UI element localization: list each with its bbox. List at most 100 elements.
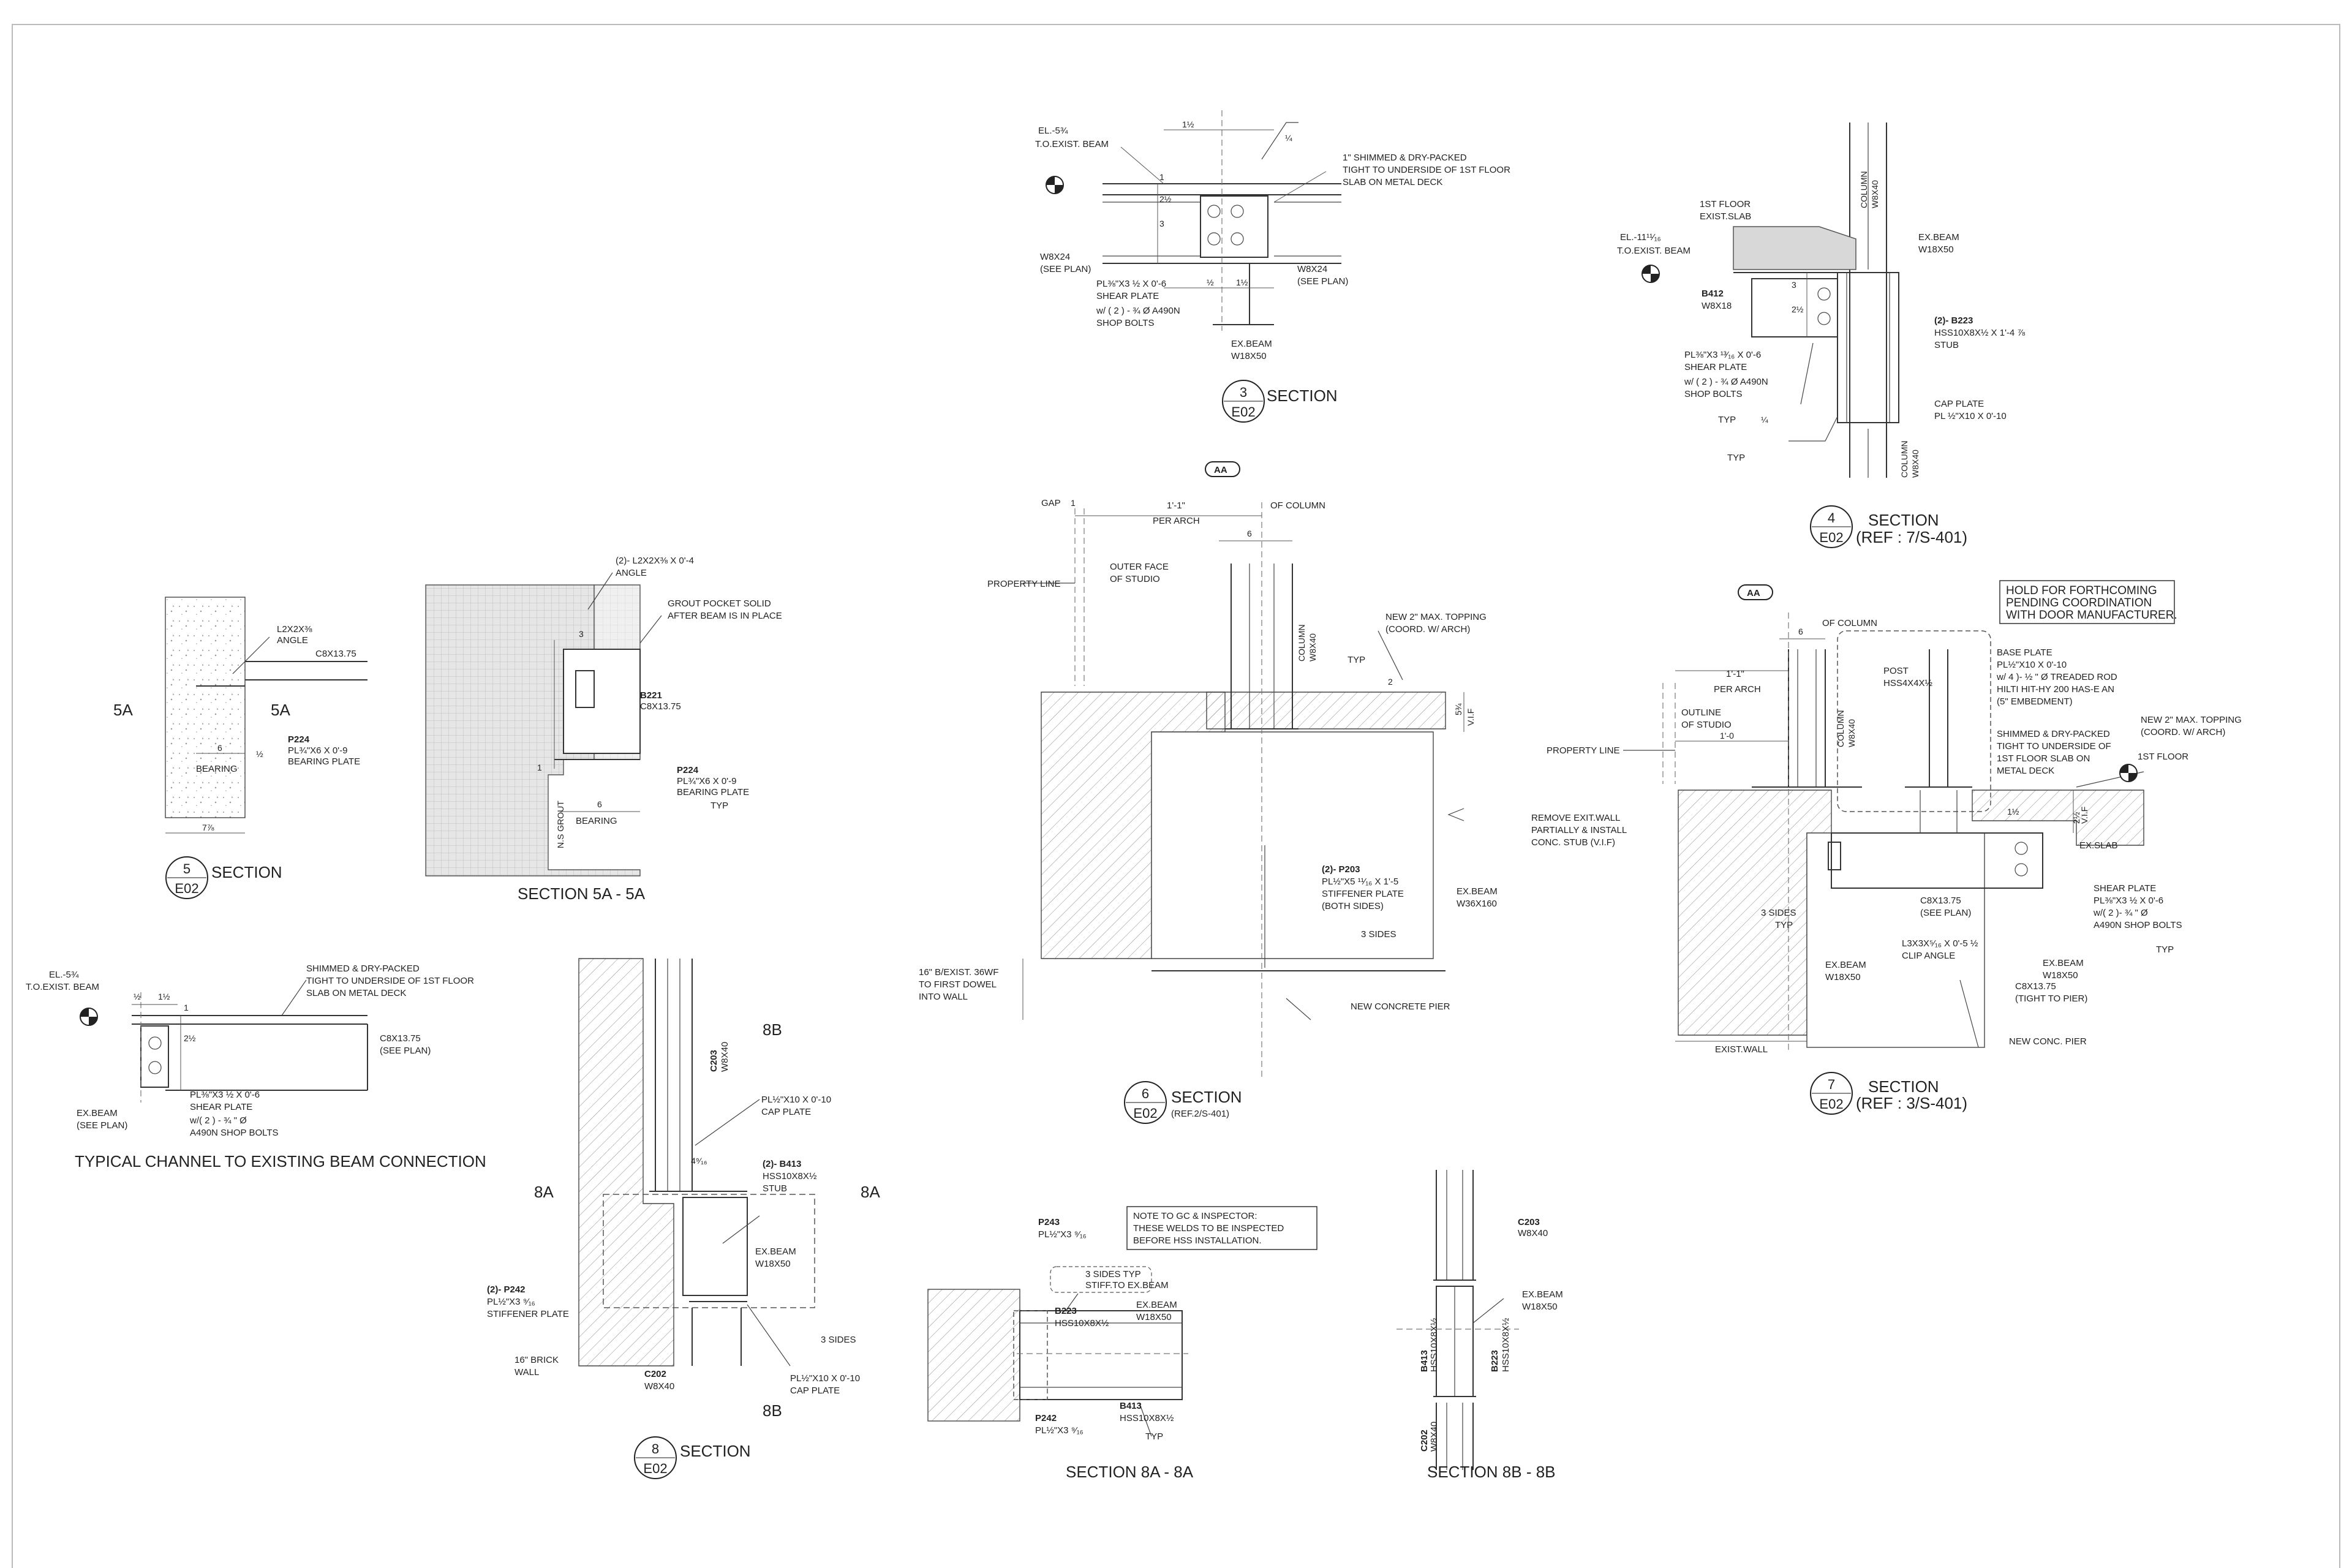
d6-two: 2 (1388, 677, 1393, 687)
d8-cap2: CAP PLATE (761, 1107, 811, 1117)
d4-colb2: W8X40 (1910, 450, 1920, 478)
d7-col2: W8X40 (1847, 719, 1856, 747)
d4-typ2: TYP (1727, 453, 1745, 463)
typ-title: TYPICAL CHANNEL TO EXISTING BEAM CONNECT… (75, 1152, 486, 1170)
d7-hold: HOLD FOR FORTHCOMING (2006, 584, 2157, 597)
d4-cap: CAP PLATE (1934, 399, 1984, 409)
d5a-typ: TYP (710, 801, 728, 811)
typ-note: SHIMMED & DRY-PACKED (306, 963, 420, 974)
typ-exb2: (SEE PLAN) (77, 1120, 127, 1131)
d6-vif: V.I.F (1466, 709, 1476, 726)
detail-4: COLUMN W8X40 COLUMN W8X40 1ST FLOOR EXIS… (1617, 123, 2025, 548)
d8b-b223: B223 (1490, 1350, 1500, 1372)
d7-typ: TYP (1775, 920, 1793, 930)
d5-dim-3: ½ (256, 749, 263, 759)
d5-dim-2: 7⅞ (202, 823, 214, 832)
d7-sp2: PL⅜"X3 ½ X 0'-6 (2094, 895, 2163, 906)
d8b-b2232: HSS10X8X½ (1501, 1317, 1511, 1372)
d8-wall2: WALL (514, 1367, 539, 1378)
d8-exb2: W18X50 (755, 1259, 791, 1269)
d8-cut-8b-bottom: 8B (763, 1401, 782, 1420)
d8-c2022: W8X40 (644, 1381, 674, 1392)
d6-gap1: 1 (1071, 498, 1076, 508)
d7-floor: 1ST FLOOR (2138, 752, 2188, 762)
d6-col: COLUMN (1297, 624, 1306, 662)
detail-8: C203 W8X40 PL½"X10 X 0'-10 CAP PLATE (2)… (487, 958, 880, 1479)
d3-te: T.O.EXIST. BEAM (1035, 139, 1109, 149)
d5-bp2: PL¾"X6 X 0'-9 (288, 745, 347, 756)
d7-pier: NEW CONC. PIER (2009, 1036, 2087, 1047)
d8a-p2422: PL½"X3 ⁹⁄₁₆ (1035, 1425, 1084, 1436)
d6-arch: 1'-1" (1167, 500, 1185, 511)
d8-stub2: HSS10X8X½ (763, 1171, 817, 1182)
d3-note: 1" SHIMMED & DRY-PACKED (1343, 153, 1467, 163)
d8-st: (2)- P242 (487, 1284, 526, 1295)
typ-exb: EX.BEAM (77, 1108, 118, 1118)
d7-remove: REMOVE EXIT.WALL (1531, 813, 1620, 823)
d6-st4: (BOTH SIDES) (1322, 901, 1384, 911)
d3-w8l: W8X24 (1040, 252, 1070, 262)
d7-hold-cloud (1837, 630, 1991, 812)
d3-pl2: SHEAR PLATE (1096, 291, 1159, 301)
d7-title: SECTION (1868, 1077, 1939, 1096)
d6-outer: OUTER FACE (1110, 562, 1169, 572)
d7-vif: V.I.F (2079, 807, 2089, 824)
typ-bolts: w/( 2 ) - ¾ " Ø (189, 1115, 247, 1126)
typ-dim-1: ½ (134, 992, 141, 1001)
d7-base5: (5" EMBEDMENT) (1997, 696, 2073, 707)
detail-3: EL.-5¾ T.O.EXIST. BEAM 1" SHIMMED & DRY-… (1035, 110, 1510, 423)
d7-shim4: METAL DECK (1997, 766, 2054, 776)
d8-cap4: CAP PLATE (790, 1385, 840, 1396)
d7-wall: EXIST.WALL (1715, 1044, 1768, 1055)
d7-sp4: A490N SHOP BOLTS (2094, 920, 2182, 930)
d6-number: 6 (1142, 1086, 1149, 1101)
d6-sheet: E02 (1133, 1106, 1157, 1121)
d8a-exb: EX.BEAM (1136, 1300, 1177, 1310)
d8b-b413: B413 (1419, 1350, 1430, 1372)
d8a-note3: BEFORE HSS INSTALLATION. (1133, 1235, 1262, 1246)
d8-c203: C203 (709, 1050, 719, 1072)
typ-dim-2: 1½ (158, 992, 170, 1001)
d8-st2: PL½"X3 ⁹⁄₁₆ (487, 1297, 535, 1307)
d6-three: 3 SIDES (1361, 929, 1396, 940)
d7-prop: PROPERTY LINE (1547, 745, 1620, 756)
d8b-c202: C202 (1419, 1430, 1430, 1452)
d8a-b413: B413 (1120, 1401, 1142, 1411)
d7-number: 7 (1828, 1077, 1835, 1092)
d7-exb4: W18X50 (2043, 970, 2078, 981)
d6-aa: AA (1214, 465, 1227, 475)
typ-bolts2: A490N SHOP BOLTS (190, 1128, 279, 1138)
d7-three: 3 SIDES (1761, 908, 1796, 918)
d6-pier: NEW CONCRETE PIER (1351, 1001, 1450, 1012)
d7-outline: OUTLINE (1681, 707, 1721, 718)
d7-exb3: EX.BEAM (2043, 958, 2084, 968)
d4-slab2: EXIST.SLAB (1700, 211, 1751, 222)
d5a-dim-1: 3 (579, 629, 584, 639)
d5a-grout2: AFTER BEAM IS IN PLACE (668, 611, 782, 621)
detail-typical-channel: EL.-5¾ T.O.EXIST. BEAM SHIMMED & DRY-PAC… (26, 963, 486, 1170)
typ-te: T.O.EXIST. BEAM (26, 982, 99, 992)
d6-typ: TYP (1348, 655, 1365, 665)
d6-arch2: PER ARCH (1153, 516, 1200, 526)
d7-ch3: C8X13.75 (2015, 981, 2056, 992)
d8-dim: 4⁹⁄₁₆ (691, 1156, 707, 1166)
d7-shim2: TIGHT TO UNDERSIDE OF (1997, 741, 2111, 752)
d7-remove2: PARTIALLY & INSTALL (1531, 825, 1627, 835)
d7-typ2: TYP (2156, 944, 2174, 955)
d8a-p243: P243 (1038, 1217, 1060, 1227)
d4-te: T.O.EXIST. BEAM (1617, 246, 1691, 256)
sheet-border (12, 24, 2340, 1568)
d3-dim-6: ½ (1207, 277, 1214, 287)
d3-sheet: E02 (1231, 404, 1255, 420)
d8a-three2: STIFF.TO EX.BEAM (1085, 1280, 1169, 1291)
d6-title: SECTION (1171, 1088, 1242, 1106)
d5a-bm: B221 (640, 690, 662, 701)
d8-cap: PL½"X10 X 0'-10 (761, 1095, 831, 1105)
d5-bp: P224 (288, 734, 310, 745)
d6-outer2: OF STUDIO (1110, 574, 1160, 584)
d8-number: 8 (652, 1441, 659, 1457)
d5-ang: L2X2X⅜ (277, 624, 312, 635)
d8a-exb2: W18X50 (1136, 1312, 1172, 1322)
d5a-bp3: BEARING PLATE (677, 787, 749, 797)
d5a-bear: BEARING (576, 816, 617, 826)
